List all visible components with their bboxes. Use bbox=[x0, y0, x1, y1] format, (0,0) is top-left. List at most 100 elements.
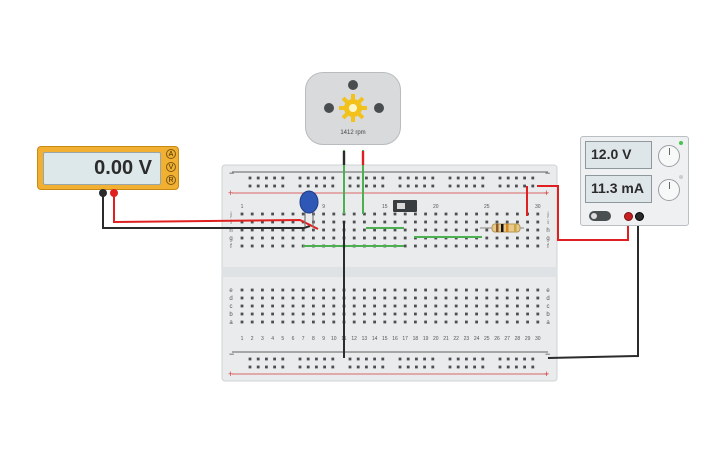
current-knob[interactable] bbox=[658, 179, 680, 201]
breadboard-hole[interactable] bbox=[414, 312, 417, 316]
breadboard-hole[interactable] bbox=[448, 357, 452, 361]
breadboard-hole[interactable] bbox=[403, 220, 407, 224]
breadboard-hole[interactable] bbox=[365, 184, 368, 188]
breadboard-hole[interactable] bbox=[393, 296, 397, 300]
psu-red-lead[interactable] bbox=[537, 185, 629, 241]
breadboard-hole[interactable] bbox=[516, 236, 519, 240]
breadboard-hole[interactable] bbox=[505, 312, 509, 316]
breadboard-hole[interactable] bbox=[271, 320, 274, 324]
breadboard-hole[interactable] bbox=[454, 220, 458, 224]
breadboard-hole[interactable] bbox=[456, 365, 460, 369]
breadboard-hole[interactable] bbox=[485, 288, 489, 292]
breadboard-hole[interactable] bbox=[473, 357, 476, 361]
breadboard-hole[interactable] bbox=[332, 320, 336, 324]
breadboard-hole[interactable] bbox=[393, 236, 397, 240]
breadboard-hole[interactable] bbox=[431, 365, 435, 369]
breadboard-hole[interactable] bbox=[312, 296, 315, 300]
breadboard-hole[interactable] bbox=[312, 304, 315, 308]
breadboard-hole[interactable] bbox=[301, 296, 305, 300]
breadboard-hole[interactable] bbox=[332, 296, 336, 300]
breadboard-hole[interactable] bbox=[383, 212, 387, 216]
breadboard-hole[interactable] bbox=[323, 365, 326, 369]
breadboard-hole[interactable] bbox=[261, 288, 264, 292]
breadboard-hole[interactable] bbox=[291, 228, 295, 232]
breadboard-hole[interactable] bbox=[424, 296, 427, 300]
breadboard-hole[interactable] bbox=[505, 244, 509, 248]
breadboard-hole[interactable] bbox=[240, 244, 244, 248]
breadboard-hole[interactable] bbox=[383, 304, 387, 308]
psu-negative-terminal[interactable] bbox=[635, 212, 644, 221]
breadboard-hole[interactable] bbox=[515, 176, 518, 180]
slide-switch-icon[interactable] bbox=[393, 200, 417, 212]
breadboard-hole[interactable] bbox=[281, 184, 285, 188]
breadboard-hole[interactable] bbox=[523, 357, 526, 361]
breadboard-hole[interactable] bbox=[291, 244, 295, 248]
breadboard-hole[interactable] bbox=[414, 288, 417, 292]
breadboard-hole[interactable] bbox=[281, 212, 285, 216]
breadboard-hole[interactable] bbox=[301, 312, 305, 316]
breadboard-hole[interactable] bbox=[406, 357, 410, 361]
breadboard-hole[interactable] bbox=[281, 228, 285, 232]
breadboard-hole[interactable] bbox=[331, 176, 335, 180]
breadboard-hole[interactable] bbox=[495, 288, 499, 292]
breadboard-hole[interactable] bbox=[363, 220, 366, 224]
breadboard-hole[interactable] bbox=[373, 220, 376, 224]
breadboard-hole[interactable] bbox=[444, 320, 448, 324]
breadboard-hole[interactable] bbox=[261, 304, 264, 308]
breadboard-hole[interactable] bbox=[250, 228, 254, 232]
breadboard-hole[interactable] bbox=[448, 176, 452, 180]
breadboard-hole[interactable] bbox=[248, 365, 252, 369]
breadboard-hole[interactable] bbox=[465, 312, 468, 316]
breadboard-hole[interactable] bbox=[365, 176, 368, 180]
breadboard-hole[interactable] bbox=[495, 244, 499, 248]
breadboard-hole[interactable] bbox=[281, 236, 285, 240]
breadboard-hole[interactable] bbox=[281, 220, 285, 224]
breadboard-hole[interactable] bbox=[248, 176, 252, 180]
breadboard-hole[interactable] bbox=[348, 365, 352, 369]
breadboard-hole[interactable] bbox=[434, 220, 438, 224]
breadboard-hole[interactable] bbox=[315, 176, 318, 180]
breadboard-hole[interactable] bbox=[475, 288, 478, 292]
breadboard-hole[interactable] bbox=[485, 212, 489, 216]
breadboard-hole[interactable] bbox=[454, 244, 458, 248]
breadboard-hole[interactable] bbox=[250, 304, 254, 308]
breadboard-hole[interactable] bbox=[250, 312, 254, 316]
breadboard-hole[interactable] bbox=[261, 220, 264, 224]
breadboard-hole[interactable] bbox=[291, 312, 295, 316]
breadboard-hole[interactable] bbox=[505, 212, 509, 216]
dc-motor[interactable]: 1412 rpm bbox=[305, 72, 401, 145]
breadboard-hole[interactable] bbox=[414, 220, 417, 224]
voltage-knob[interactable] bbox=[658, 145, 680, 167]
breadboard-hole[interactable] bbox=[273, 365, 276, 369]
breadboard-hole[interactable] bbox=[406, 365, 410, 369]
breadboard-hole[interactable] bbox=[456, 357, 460, 361]
breadboard-hole[interactable] bbox=[256, 365, 260, 369]
breadboard-hole[interactable] bbox=[301, 304, 305, 308]
breadboard-hole[interactable] bbox=[331, 365, 335, 369]
breadboard-hole[interactable] bbox=[495, 296, 499, 300]
breadboard-hole[interactable] bbox=[352, 220, 356, 224]
breadboard-hole[interactable] bbox=[424, 288, 427, 292]
breadboard-hole[interactable] bbox=[415, 357, 418, 361]
breadboard-hole[interactable] bbox=[485, 244, 489, 248]
breadboard-hole[interactable] bbox=[434, 228, 438, 232]
breadboard-hole[interactable] bbox=[454, 304, 458, 308]
breadboard-hole[interactable] bbox=[291, 296, 295, 300]
breadboard-hole[interactable] bbox=[431, 184, 435, 188]
breadboard-hole[interactable] bbox=[261, 312, 264, 316]
breadboard-hole[interactable] bbox=[323, 357, 326, 361]
breadboard-hole[interactable] bbox=[403, 312, 407, 316]
breadboard-hole[interactable] bbox=[414, 296, 417, 300]
breadboard-hole[interactable] bbox=[352, 236, 356, 240]
breadboard-hole[interactable] bbox=[332, 312, 336, 316]
breadboard-hole[interactable] bbox=[498, 365, 502, 369]
breadboard-hole[interactable] bbox=[414, 228, 417, 232]
breadboard-hole[interactable] bbox=[381, 357, 385, 361]
breadboard-hole[interactable] bbox=[322, 228, 325, 232]
breadboard-hole[interactable] bbox=[312, 288, 315, 292]
breadboard-hole[interactable] bbox=[398, 357, 402, 361]
breadboard-hole[interactable] bbox=[536, 304, 540, 308]
breadboard-hole[interactable] bbox=[454, 312, 458, 316]
breadboard-hole[interactable] bbox=[373, 296, 376, 300]
breadboard-hole[interactable] bbox=[423, 176, 426, 180]
